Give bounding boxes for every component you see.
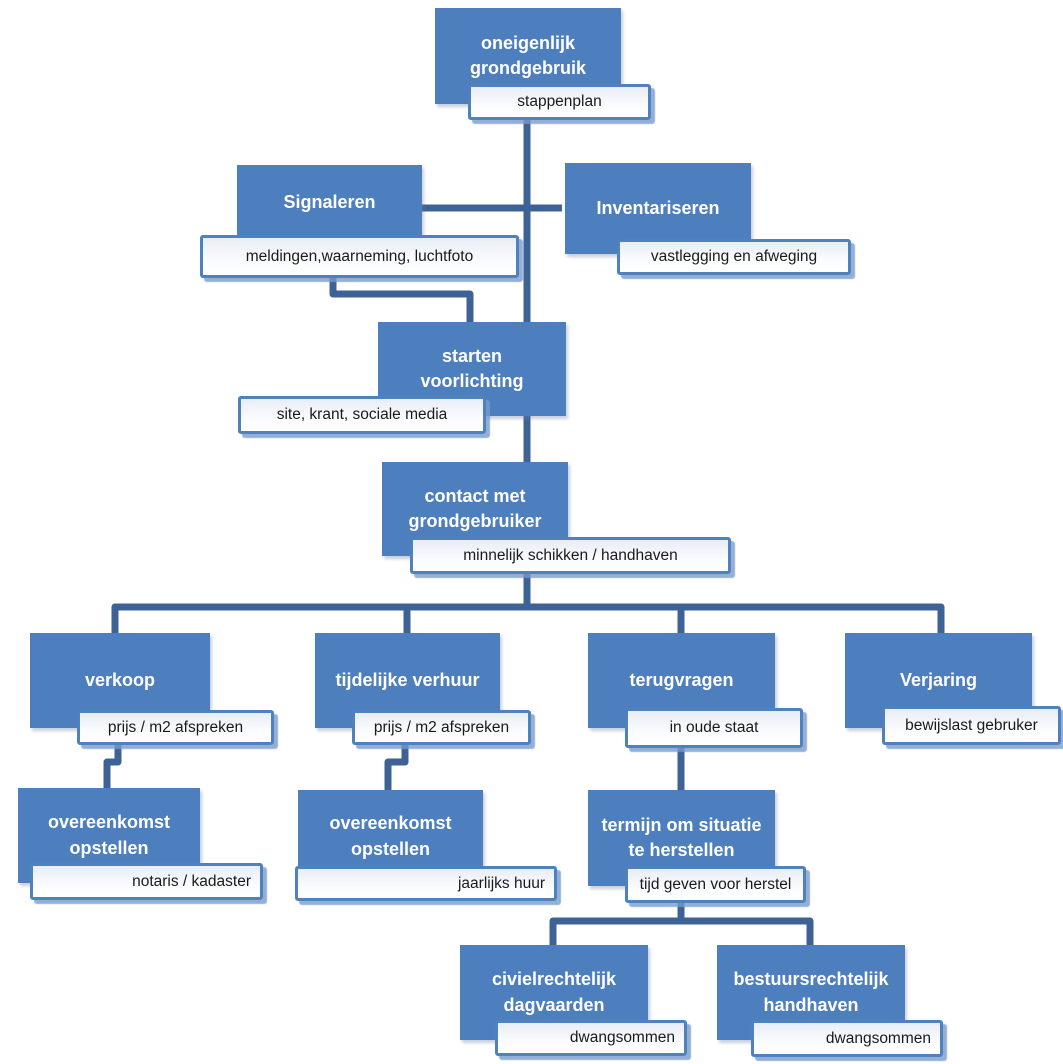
sublabel-vastlegging: vastlegging en afweging <box>617 239 851 275</box>
sublabel-stappenplan: stappenplan <box>468 84 651 120</box>
connector-meldingen-starten <box>329 272 474 324</box>
sublabel-site-krant: site, krant, sociale media <box>238 396 486 434</box>
sublabel-notaris-kadaster: notaris / kadaster <box>30 863 263 900</box>
connector-verkoop-overeenkomst <box>103 740 122 790</box>
sublabel-meldingen: meldingen,waarneming, luchtfoto <box>200 235 519 278</box>
connector-split-rail <box>549 917 814 947</box>
sublabel-bewijslast: bewijslast gebruker <box>882 706 1061 745</box>
sublabel-in-oude-staat: in oude staat <box>625 708 803 748</box>
node-inventariseren: Inventariseren <box>565 163 751 254</box>
sublabel-dwangsommen-civiel: dwangsommen <box>495 1020 687 1056</box>
sublabel-tijd-geven: tijd geven voor herstel <box>625 866 806 903</box>
connector-branch-rail <box>111 603 945 633</box>
node-signaleren: Signaleren <box>237 165 422 241</box>
sublabel-minnelijk-schikken: minnelijk schikken / handhaven <box>410 537 731 574</box>
sublabel-jaarlijks-huur: jaarlijks huur <box>295 866 557 901</box>
connector-verhuur-overeenkomst <box>384 740 409 792</box>
sublabel-prijs-verhuur: prijs / m2 afspreken <box>352 710 531 745</box>
sublabel-dwangsommen-bestuur: dwangsommen <box>751 1020 943 1057</box>
sublabel-prijs-verkoop: prijs / m2 afspreken <box>77 710 274 745</box>
